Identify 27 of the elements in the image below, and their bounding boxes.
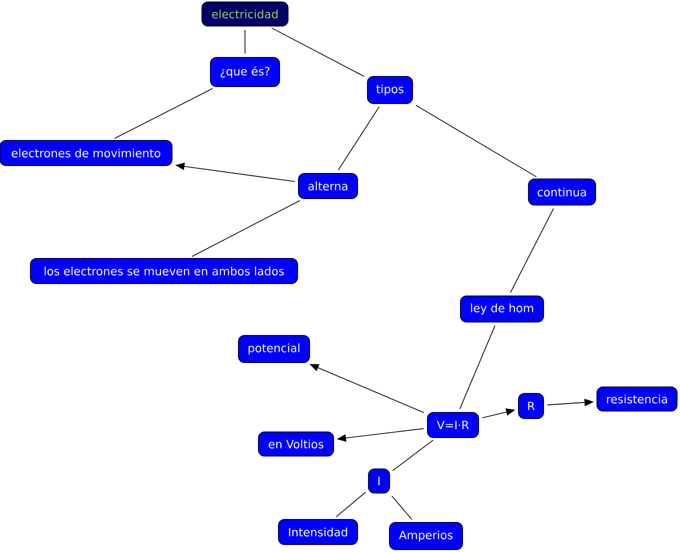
concept-box: resistencia: [596, 386, 678, 412]
concept-box: I: [368, 468, 390, 494]
concept-box: en Voltios: [258, 432, 334, 456]
connector-line: [510, 208, 554, 293]
connector-line: [415, 104, 537, 178]
concept-box: los electrones se mueven en ambos lados: [30, 258, 298, 284]
concept-box: Intensidad: [278, 519, 358, 545]
connector-line: [338, 106, 380, 171]
concept-box: tipos: [367, 76, 413, 104]
connector-line: [459, 325, 496, 410]
concept-box: ley de hom: [460, 296, 544, 322]
concept-box: V=I·R: [427, 412, 479, 438]
concept-box: electrones de movimiento: [0, 140, 172, 166]
connector-line: [392, 440, 434, 472]
connector-line: [271, 28, 364, 77]
connector-line: [192, 200, 300, 257]
connector-line: [391, 496, 412, 520]
concept-box: ¿que és?: [210, 57, 280, 87]
connector-line: [336, 492, 366, 518]
connector-line: [114, 88, 213, 139]
concept-box: electricidad: [202, 2, 288, 26]
connector-line: [244, 29, 246, 54]
concept-box: Amperios: [389, 522, 463, 550]
concept-box: potencial: [238, 335, 310, 363]
concept-box: continua: [528, 178, 596, 206]
concept-box: R: [518, 393, 544, 419]
concept-box: alterna: [298, 173, 358, 199]
